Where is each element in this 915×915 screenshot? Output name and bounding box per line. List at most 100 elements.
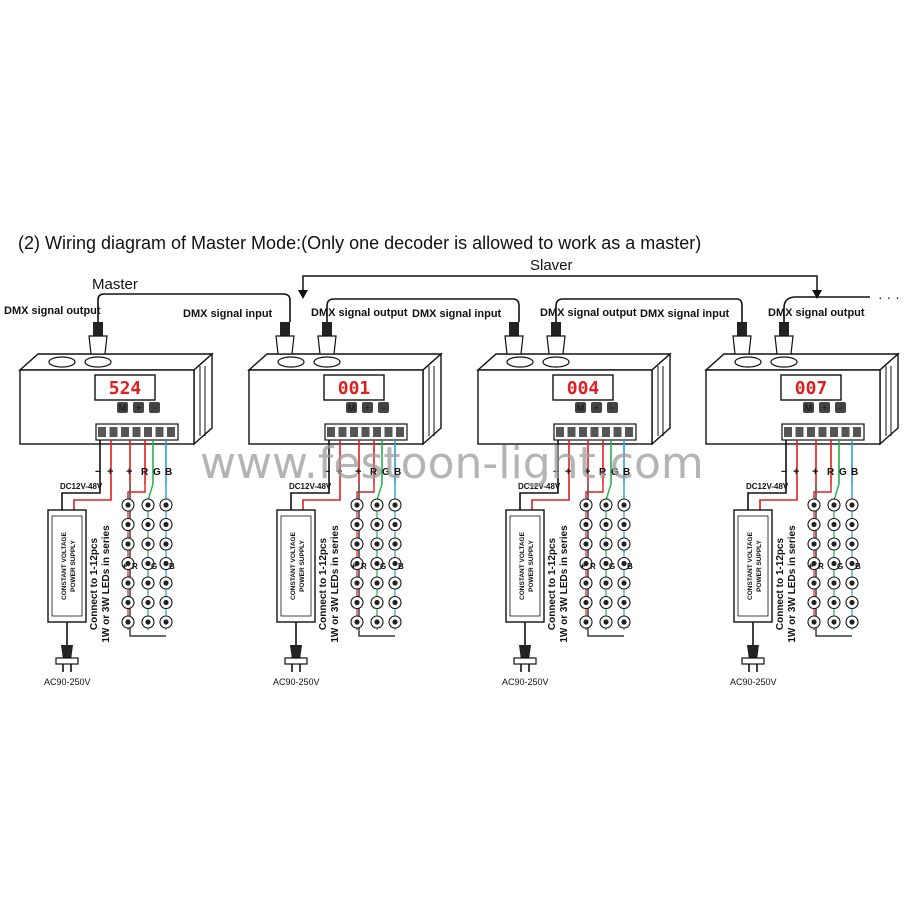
led-mid-r: R <box>361 562 367 571</box>
led-core <box>831 599 837 606</box>
led-plus-label: + <box>584 466 590 478</box>
psu-label-line1: CONSTANT VOLTAGE <box>747 531 754 600</box>
led-core <box>163 541 169 547</box>
led-mid-r: R <box>132 562 138 571</box>
terminal-screw <box>350 427 358 437</box>
button-label: + <box>365 403 370 413</box>
supply-minus-label: − <box>324 466 330 478</box>
led-core <box>125 541 131 547</box>
led-core <box>831 580 837 586</box>
mains-plug-base <box>284 657 308 665</box>
led-common-wire <box>815 484 852 637</box>
led-mid-b: B <box>855 562 861 571</box>
led-core <box>849 541 855 547</box>
button-face <box>803 402 814 413</box>
xlr-socket <box>506 356 534 368</box>
led-common-wire <box>587 484 624 637</box>
led-core <box>392 599 398 606</box>
led-mid-plus: + <box>122 561 127 571</box>
led-core <box>354 502 360 508</box>
led-core <box>125 599 131 606</box>
led-core <box>392 541 398 547</box>
mains-plug-base <box>741 657 765 665</box>
led-core <box>583 541 589 547</box>
led-mid-g: G <box>609 562 615 571</box>
button-face <box>819 402 830 413</box>
led-core <box>603 580 609 586</box>
button-plus[interactable]: + <box>819 402 830 413</box>
power-supply-inner <box>509 515 541 617</box>
supply-minus-label: − <box>781 466 787 478</box>
led-core <box>621 560 627 567</box>
psu-wire-pos <box>759 484 798 510</box>
xlr-plug-body <box>509 322 519 336</box>
terminal-screw <box>98 427 106 437</box>
led-note-line2: 1W or 3W LEDs in series <box>787 525 798 643</box>
terminal-screw <box>625 427 633 437</box>
led-core <box>163 619 169 625</box>
led-core <box>125 580 131 586</box>
display-frame <box>552 374 614 401</box>
led-core <box>603 599 609 606</box>
button-label: + <box>822 403 827 413</box>
led-core <box>163 580 169 586</box>
xlr-socket <box>734 356 762 368</box>
button-mode[interactable]: M <box>803 402 814 413</box>
led-core <box>354 521 360 528</box>
terminal-screw <box>556 427 564 437</box>
ac-input-label: AC90-250V <box>273 677 320 687</box>
dmx-output-label: DMX signal output <box>4 305 101 317</box>
led-core <box>374 580 380 586</box>
housing-side <box>651 352 671 446</box>
button-mode[interactable]: M <box>575 402 586 413</box>
led-core <box>145 619 151 625</box>
button-label: + <box>136 403 141 413</box>
led-plus-label: + <box>126 466 132 478</box>
psu-wire-pos <box>531 484 570 510</box>
channel-r-label: R <box>370 467 378 478</box>
mains-plug <box>519 645 531 660</box>
button-mode[interactable]: M <box>346 402 357 413</box>
led-core <box>583 580 589 586</box>
terminal-screw <box>121 427 129 437</box>
housing-side <box>193 352 213 446</box>
led-core <box>145 580 151 586</box>
dmx-output-label: DMX signal output <box>540 307 637 319</box>
power-supply-inner <box>51 515 83 617</box>
button-mode[interactable]: M <box>117 402 128 413</box>
dmx-output-label: DMX signal output <box>311 307 408 319</box>
led-core <box>831 541 837 547</box>
button-face <box>117 402 128 413</box>
terminal-screw <box>132 427 141 437</box>
button-plus[interactable]: + <box>591 402 602 413</box>
led-core <box>583 599 589 606</box>
channel-r-label: R <box>599 467 607 478</box>
display-readout: 001 <box>338 378 371 399</box>
button-label: M <box>577 403 585 413</box>
terminal-screw <box>590 427 599 437</box>
led-core <box>811 521 817 528</box>
xlr-socket <box>84 356 112 368</box>
button-plus[interactable]: + <box>133 402 144 413</box>
terminal-screw <box>795 427 804 437</box>
terminal-screw <box>841 427 850 437</box>
led-mid-r: R <box>590 562 596 571</box>
xlr-plug-head <box>88 335 108 355</box>
psu-label-line2: POWER SUPPLY <box>756 539 763 591</box>
terminal-screw <box>167 427 175 437</box>
led-core <box>831 560 837 567</box>
led-plus-label: + <box>812 466 818 478</box>
led-common-wire <box>129 484 166 637</box>
led-core <box>163 521 169 528</box>
button-minus[interactable]: − <box>149 402 160 413</box>
psu-label-line1: CONSTANT VOLTAGE <box>290 531 297 600</box>
button-minus[interactable]: − <box>378 402 389 413</box>
psu-wire-neg <box>290 484 330 510</box>
ac-input-label: AC90-250V <box>44 677 91 687</box>
button-plus[interactable]: + <box>362 402 373 413</box>
led-wire-g <box>833 483 840 501</box>
button-minus[interactable]: − <box>607 402 618 413</box>
power-supply-inner <box>280 515 312 617</box>
led-core <box>811 580 817 586</box>
button-minus[interactable]: − <box>835 402 846 413</box>
